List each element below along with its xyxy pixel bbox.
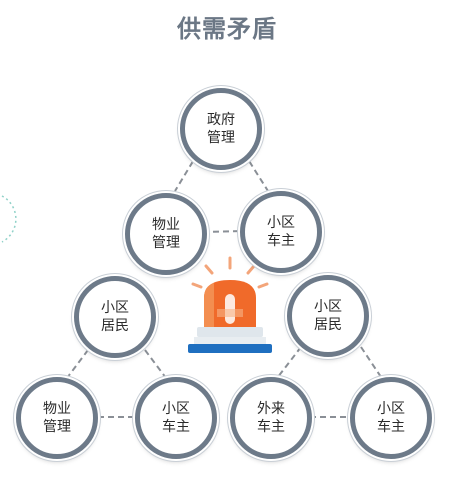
alarm-siren-icon xyxy=(188,256,272,353)
node-owner2: 小区 车主 xyxy=(135,377,217,459)
node-prop1-line2: 管理 xyxy=(152,235,180,251)
connector-res1-owner2 xyxy=(144,349,173,387)
node-prop2: 物业 管理 xyxy=(16,377,98,459)
node-ext-line2: 车主 xyxy=(257,419,285,435)
connector-res1-prop2 xyxy=(60,349,89,387)
node-prop2-line2: 管理 xyxy=(43,419,71,435)
node-ext: 外来 车主 xyxy=(230,377,312,459)
decorative-arc xyxy=(1,195,17,243)
node-res1-line1: 小区 xyxy=(101,300,129,316)
node-prop2-line1: 物业 xyxy=(43,401,71,417)
node-owner3: 小区 车主 xyxy=(350,377,432,459)
node-owner1: 小区 车主 xyxy=(240,191,322,273)
node-gov-line2: 管理 xyxy=(207,130,235,146)
node-gov: 政府 管理 xyxy=(180,88,262,170)
node-owner3-line2: 车主 xyxy=(377,419,405,435)
node-res2: 小区 居民 xyxy=(287,275,369,357)
node-owner1-line1: 小区 xyxy=(267,215,295,231)
node-res1-line2: 居民 xyxy=(101,318,129,334)
node-owner2-line1: 小区 xyxy=(162,401,190,417)
node-gov-line1: 政府 xyxy=(207,112,235,128)
node-res2-line1: 小区 xyxy=(314,299,342,315)
node-res2-line2: 居民 xyxy=(314,317,342,333)
connector-gov-owner1 xyxy=(243,152,269,192)
node-res1: 小区 居民 xyxy=(74,276,156,358)
page-title: 供需矛盾 xyxy=(177,15,277,43)
node-prop1: 物业 管理 xyxy=(125,193,207,275)
node-owner2-line2: 车主 xyxy=(162,419,190,435)
node-prop1-line1: 物业 xyxy=(152,217,180,233)
node-owner1-line2: 车主 xyxy=(267,233,295,249)
node-ext-line1: 外来 xyxy=(257,401,285,417)
connector-res2-owner3 xyxy=(360,346,388,387)
node-owner3-line1: 小区 xyxy=(377,401,405,417)
connector-gov-prop1 xyxy=(174,152,199,192)
connector-prop1-owner1 xyxy=(202,230,244,233)
